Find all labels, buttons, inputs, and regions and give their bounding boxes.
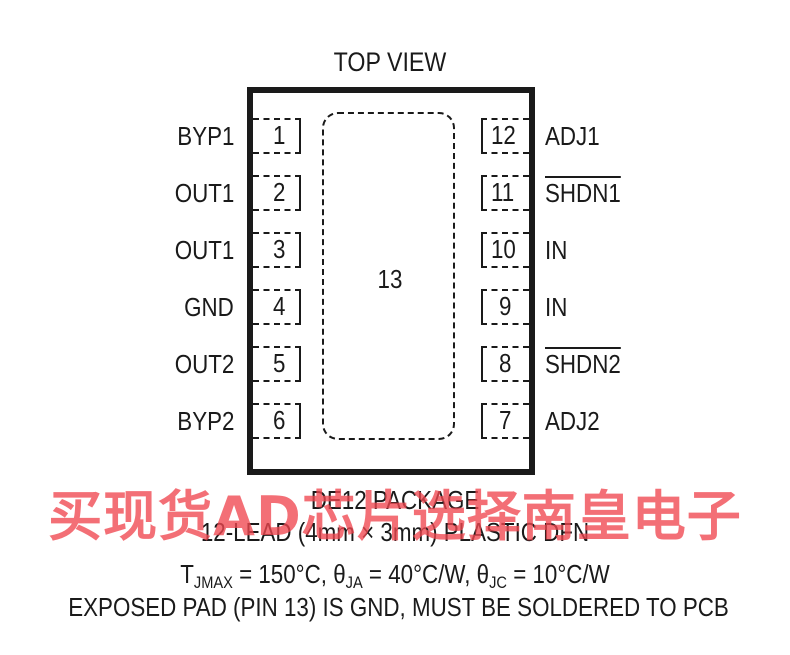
pin-label-out2: OUT2 [174,349,234,379]
pin-label-out1: OUT1 [174,235,234,265]
theta-ja-symbol: θ [333,559,346,589]
theta-ja-subscript: JA [345,573,363,592]
pin-number: 12 [491,120,516,150]
pin-number: 5 [272,348,285,378]
pin-number: 9 [499,291,512,321]
pin-label-adj2: ADJ2 [545,406,600,436]
theta-jc-value: = 10°C/W [506,559,610,589]
pin-number: 1 [272,120,285,150]
watermark-text: 买现货AD芯片选择南皇电子 [48,485,742,548]
pin-number: 7 [499,405,512,435]
pin-label-shdn1: SHDN1 [545,178,621,208]
pin-8: 8 [481,346,529,382]
package-name: DE12 PACKAGE [310,485,480,515]
pin-7: 7 [481,403,529,439]
thermal-specs: TJMAX = 150°C, θJA = 40°C/W, θJC = 10°C/… [137,561,653,591]
theta-jc-symbol: θ [476,559,490,589]
pin-number: 4 [272,291,285,321]
pin-5: 5 [253,346,301,382]
diagram-title: TOP VIEW [333,47,447,77]
pin-label-in: IN [545,292,568,322]
pin-9: 9 [481,289,529,325]
pin-number: 10 [491,234,516,264]
pin-4: 4 [253,289,301,325]
theta-ja-value: = 40°C/W, [362,559,477,589]
theta-jc-subscript: JC [489,573,507,592]
tjmax-subscript: JMAX [193,573,233,592]
pin-label-in: IN [545,235,568,265]
pin-number: 6 [272,405,285,435]
pin-3: 3 [253,232,301,268]
pin-label-byp2: BYP2 [176,406,234,436]
package-description: 12-LEAD (4mm × 3mm) PLASTIC DFN [200,517,590,547]
pin-number: 2 [272,177,285,207]
exposed-pad-note: EXPOSED PAD (PIN 13) IS GND, MUST BE SOL… [68,592,729,622]
pin-number: 11 [491,177,515,207]
pin-2: 2 [253,175,301,211]
exposed-pad-number: 13 [377,264,403,294]
pin-1: 1 [253,118,301,154]
pin-label-byp1: BYP1 [176,121,234,151]
package-outline [247,87,535,475]
pin-label-out1: OUT1 [174,178,234,208]
pin-12: 12 [481,118,529,154]
pin-11: 11 [481,175,529,211]
pin-label-adj1: ADJ1 [545,121,600,151]
pin-label-gnd: GND [184,292,234,322]
pin-number: 8 [499,348,512,378]
exposed-pad [322,112,455,440]
pin-number: 3 [272,234,285,264]
pin-label-shdn2: SHDN2 [545,349,621,379]
pin-6: 6 [253,403,301,439]
pin-10: 10 [481,232,529,268]
tjmax-value: = 150°C, [232,559,334,589]
tjmax-symbol: T [180,559,194,589]
